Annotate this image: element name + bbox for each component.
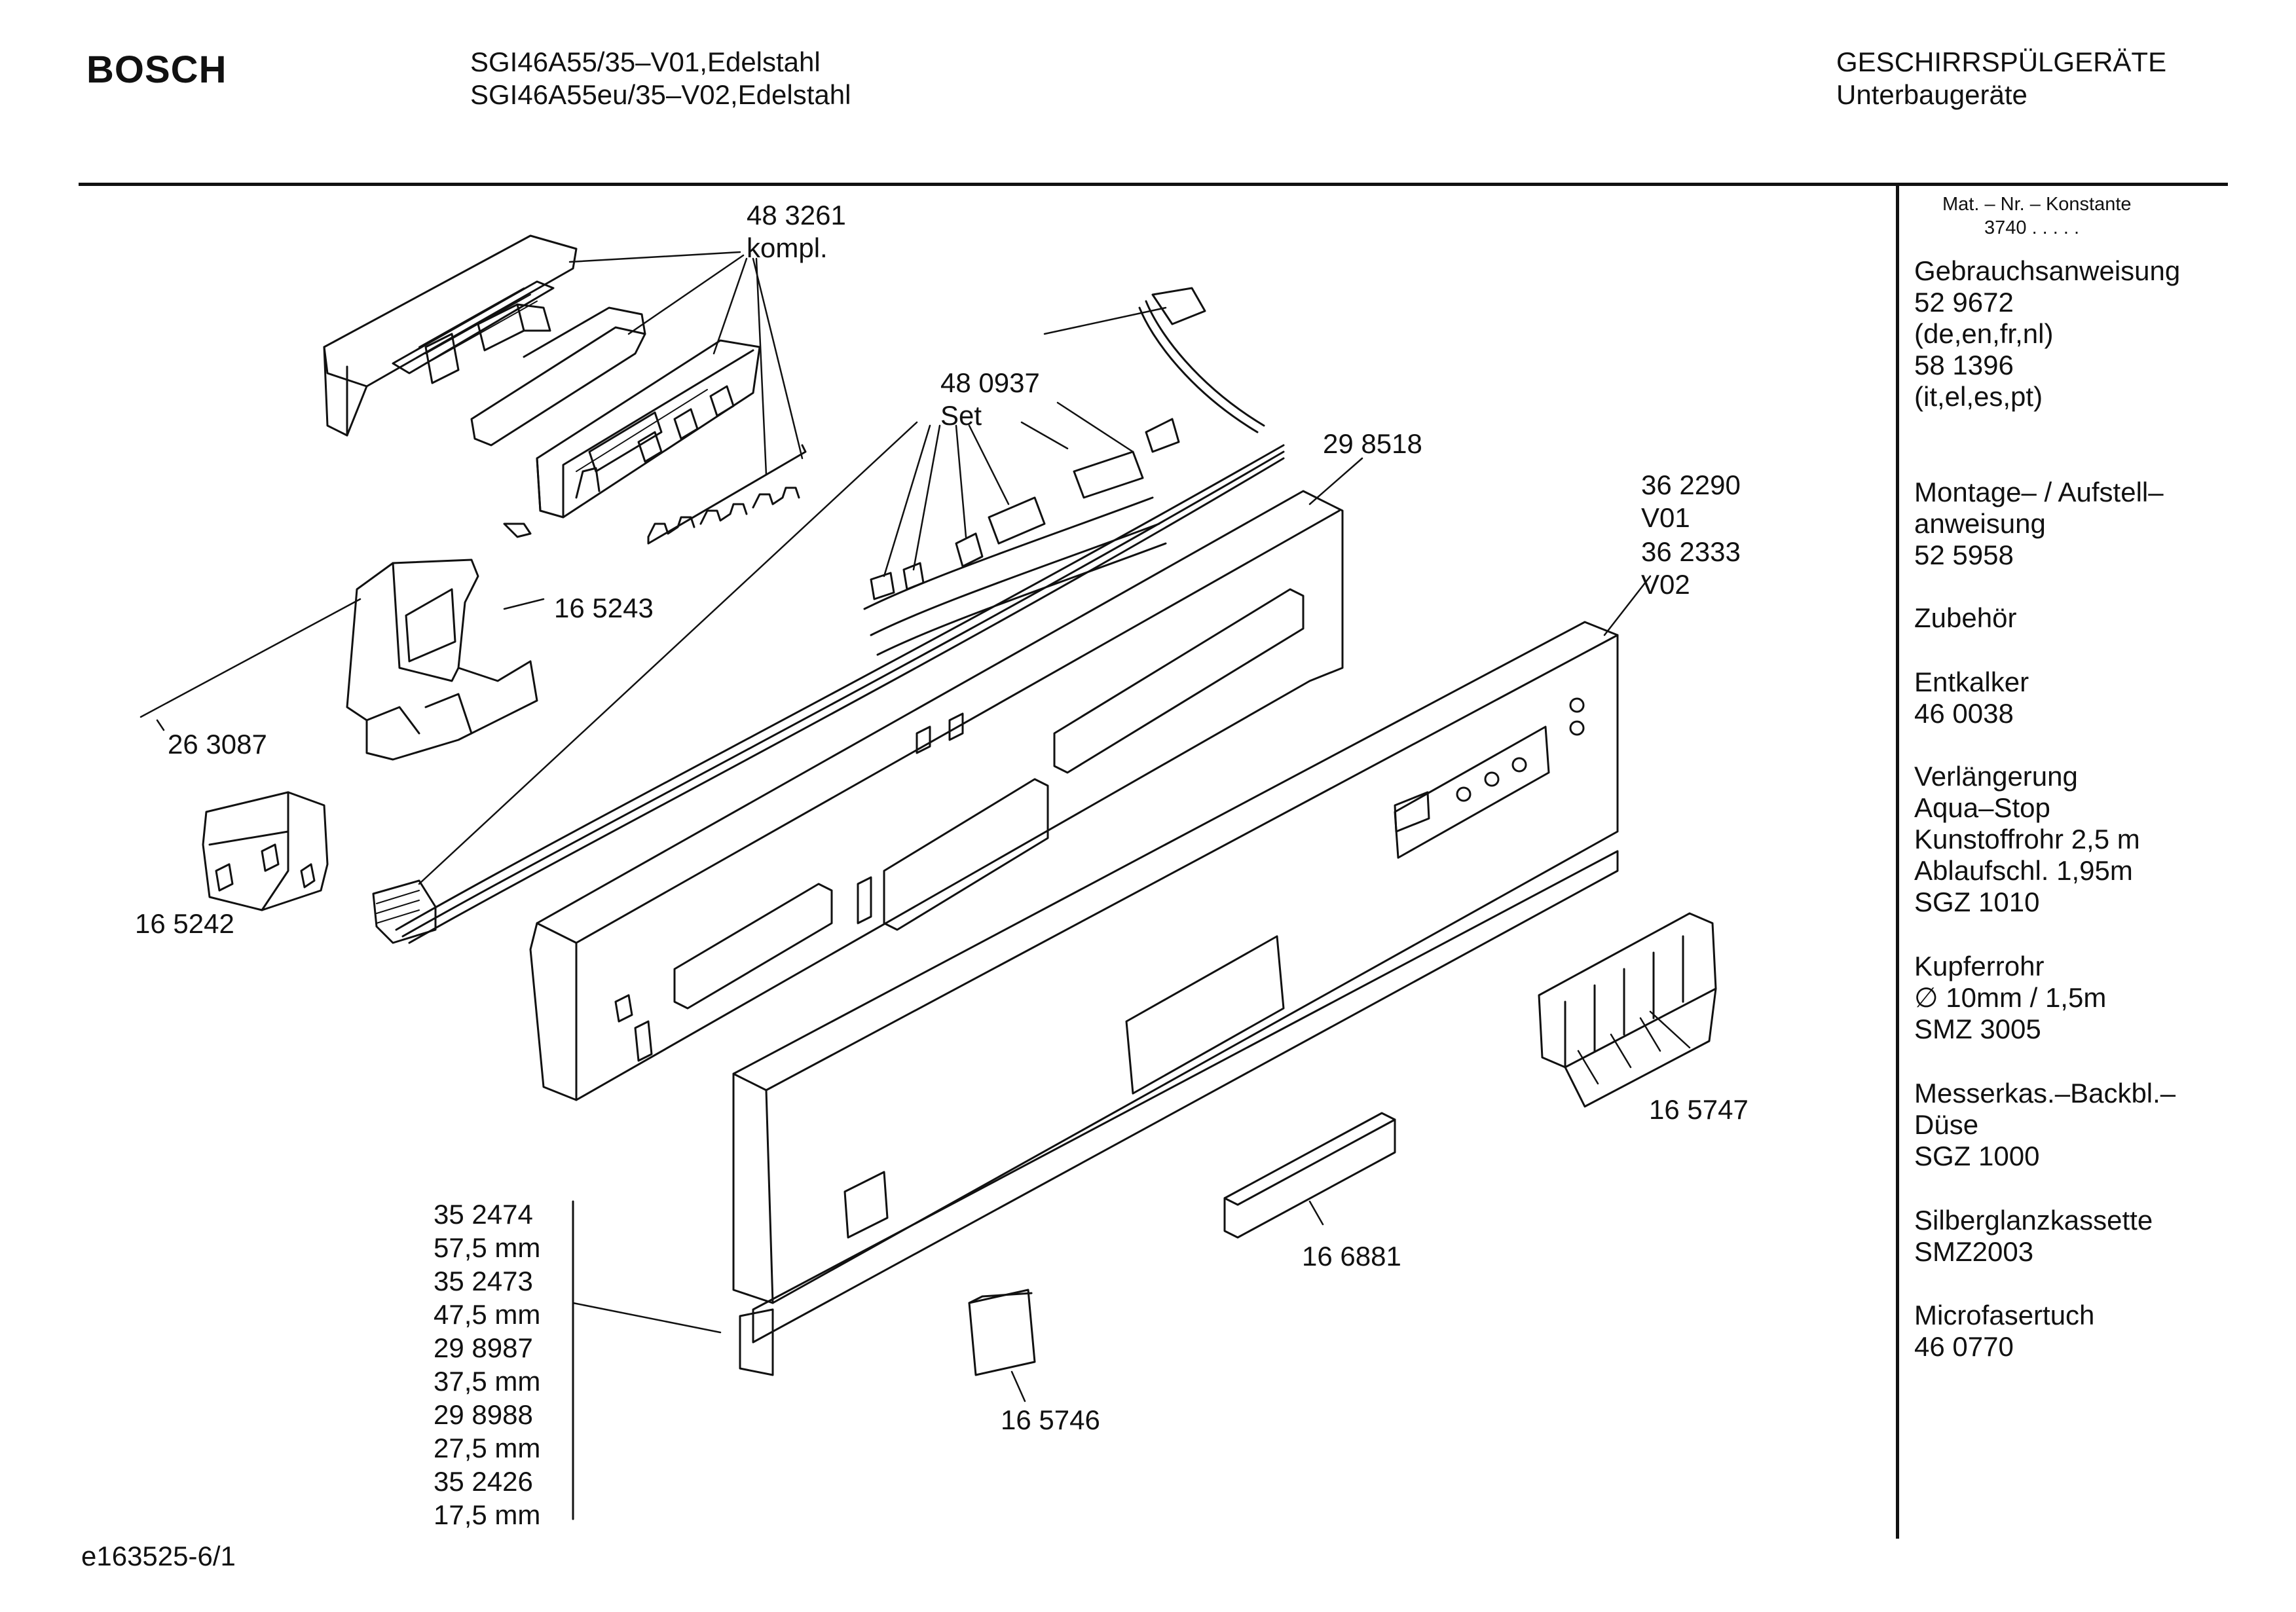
sidebar-block-descaler: Entkalker 46 0038 <box>1914 667 2029 729</box>
sidebar-line: SGZ 1000 <box>1914 1141 2040 1171</box>
sidebar-block-accessories: Zubehör <box>1914 602 2016 634</box>
sidebar-line: 46 0038 <box>1914 698 2014 729</box>
sidebar-line: Düse <box>1914 1109 1979 1140</box>
strip-list-item: 37,5 mm <box>434 1366 541 1397</box>
sidebar-line: Montage– / Aufstell– <box>1914 477 2164 507</box>
sidebar-line: Aqua–Stop <box>1914 792 2050 823</box>
strip-list-item: 29 8987 <box>434 1332 533 1363</box>
sidebar-line: Gebrauchsanweisung <box>1914 255 2181 286</box>
bosch-logo: BOSCH <box>86 48 227 91</box>
drawing-id: e163525-6/1 <box>81 1541 236 1571</box>
sidebar-line: 52 5958 <box>1914 540 2014 570</box>
sidebar-line: 52 9672 <box>1914 287 2014 318</box>
sidebar-line: ∅ 10mm / 1,5m <box>1914 982 2107 1013</box>
strip-list-item: 47,5 mm <box>434 1299 541 1330</box>
sidebar-line: (de,en,fr,nl) <box>1914 318 2054 349</box>
sidebar-line: SGZ 1010 <box>1914 887 2040 917</box>
switch-drawing <box>202 791 329 911</box>
strip-list-item: 57,5 mm <box>434 1232 541 1263</box>
sidebar-block-microfiber: Microfasertuch 46 0770 <box>1914 1300 2094 1363</box>
sidebar-line: Zubehör <box>1914 602 2017 633</box>
sidebar-line: 46 0770 <box>1914 1331 2014 1362</box>
part-298518-label: 29 8518 <box>1323 428 1422 459</box>
sidebar-block-installation: Montage– / Aufstell– anweisung 52 5958 <box>1914 477 2164 571</box>
sidebar-line: Messerkas.–Backbl.– <box>1914 1078 2176 1108</box>
sidebar-line: anweisung <box>1914 508 2046 539</box>
part-480937-label: 48 0937 <box>940 367 1040 398</box>
wiring-harness-drawing <box>372 287 1285 944</box>
part-480937-note: Set <box>940 400 982 431</box>
strip-list-item: 35 2426 <box>434 1466 533 1497</box>
part-362290-version: V01 <box>1641 502 1690 533</box>
sidebar-block-copper-pipe: Kupferrohr ∅ 10mm / 1,5m SMZ 3005 <box>1914 951 2106 1045</box>
control-module-drawing <box>323 234 807 545</box>
strip-list-item: 27,5 mm <box>434 1433 541 1463</box>
sidebar-block-extension: Verlängerung Aqua–Stop Kunstoffrohr 2,5 … <box>1914 761 2140 918</box>
part-165242-label: 16 5242 <box>135 908 234 939</box>
part-483261-label: 48 3261 <box>747 200 846 230</box>
header-rule <box>79 183 2228 186</box>
selector-bracket-drawing <box>346 559 538 761</box>
mat-number-value: 3740 . . . . . <box>1984 217 2080 238</box>
part-483261-note: kompl. <box>747 232 828 263</box>
part-165243-label: 16 5243 <box>554 593 654 623</box>
strip-list-item: 17,5 mm <box>434 1499 541 1530</box>
part-263087-label: 26 3087 <box>168 729 267 760</box>
sidebar-line: Kupferrohr <box>1914 951 2045 981</box>
sidebar-line: (it,el,es,pt) <box>1914 381 2043 412</box>
sidebar-line: Ablaufschl. 1,95m <box>1914 855 2133 886</box>
sidebar-line: Verlängerung <box>1914 761 2078 792</box>
mat-number-title: Mat. – Nr. – Konstante <box>1942 194 2132 215</box>
sidebar-line: Microfasertuch <box>1914 1300 2095 1330</box>
sidebar-line: Silberglanzkassette <box>1914 1205 2153 1236</box>
part-362290-label: 36 2290 <box>1641 469 1741 500</box>
strip-list-item: 29 8988 <box>434 1399 533 1430</box>
part-165747-label: 16 5747 <box>1649 1094 1749 1125</box>
sidebar-block-cutlery-nozzle: Messerkas.–Backbl.– Düse SGZ 1000 <box>1914 1078 2176 1172</box>
sidebar-rule <box>1896 185 1899 1539</box>
sidebar-line: Kunstoffrohr 2,5 m <box>1914 824 2140 854</box>
model-line-2: SGI46A55eu/35–V02,Edelstahl <box>470 79 851 110</box>
model-line-1: SGI46A55/35–V01,Edelstahl <box>470 46 821 77</box>
category-line-1: GESCHIRRSPÜLGERÄTE <box>1836 46 2167 77</box>
button-block-drawing <box>1538 912 1717 1108</box>
strip-list-item: 35 2474 <box>434 1199 533 1230</box>
sidebar-line: Entkalker <box>1914 667 2029 697</box>
part-165746-label: 16 5746 <box>1001 1404 1100 1435</box>
sidebar-block-silver-cassette: Silberglanzkassette SMZ2003 <box>1914 1205 2153 1268</box>
part-362333-label: 36 2333 <box>1641 536 1741 567</box>
part-362333-version: V02 <box>1641 569 1690 600</box>
sidebar-line: SMZ2003 <box>1914 1236 2034 1267</box>
cap-drawing <box>968 1289 1036 1376</box>
leader-lines <box>139 251 1691 1520</box>
sidebar-line: 58 1396 <box>1914 350 2014 380</box>
strip-list-item: 35 2473 <box>434 1266 533 1296</box>
sidebar-block-manual: Gebrauchsanweisung 52 9672 (de,en,fr,nl)… <box>1914 255 2180 412</box>
inner-frame-drawing <box>529 490 1344 1101</box>
light-strip-drawing <box>1223 1112 1396 1239</box>
outer-panel-drawing <box>732 621 1619 1376</box>
sidebar-line: SMZ 3005 <box>1914 1014 2041 1044</box>
category-line-2: Unterbaugeräte <box>1836 79 2028 110</box>
part-166881-label: 16 6881 <box>1302 1241 1401 1272</box>
